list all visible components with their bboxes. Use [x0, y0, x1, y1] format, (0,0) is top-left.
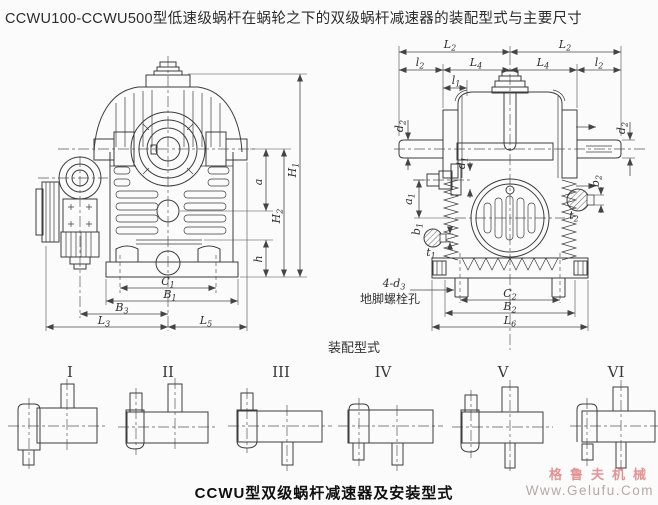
watermark-brand: 格鲁夫机械: [548, 467, 654, 482]
assembly-numeral-2: II: [162, 363, 174, 381]
dim-label-a1: a1: [402, 193, 417, 205]
dim-label-B3: B3: [114, 301, 128, 316]
assembly-numeral-4: IV: [375, 363, 393, 381]
figure-caption: CCWU型双级蜗杆减速器及安装型式: [194, 485, 454, 502]
dim-label-t2: t2: [569, 209, 579, 224]
output-bearing-circles: [130, 111, 206, 187]
dim-label-a: a: [252, 179, 265, 186]
anchor-bolt-note: 地脚螺栓孔: [360, 291, 420, 306]
dim-label-b2: b2: [589, 175, 604, 187]
dim-label-H1: H1: [286, 163, 301, 179]
key-section-output: b2 t2: [566, 175, 605, 224]
assembly-type-2: II: [118, 363, 218, 455]
dim-label-h: h: [252, 255, 265, 262]
dim-label-L3: L3: [97, 314, 110, 329]
dim-label-B1: B1: [162, 288, 176, 303]
side-base-flange: [431, 253, 589, 303]
assembly-numeral-6: VI: [607, 363, 625, 381]
dim-label-L2-right: L2: [558, 38, 571, 53]
assembly-section-label: 装配型式: [328, 340, 380, 355]
assembly-numeral-5: V: [497, 363, 510, 381]
assembly-numeral-1: I: [67, 363, 73, 381]
input-worm-assembly: [35, 156, 102, 270]
flange-bolt-marks: [68, 204, 92, 227]
assembly-type-1: I: [8, 363, 108, 472]
assembly-numeral-3: III: [272, 363, 290, 381]
side-view-dimensions: L2 L2 l2 L4 L4 l2 l1 d2 d2 d1 a1 4-d3 地脚…: [360, 38, 635, 331]
input-bearing-cap: [450, 163, 462, 196]
dim-label-L5: L5: [199, 314, 212, 329]
dim-label-L4-left: L4: [469, 56, 482, 71]
page-title: CCWU100-CCWU500型低速级蜗杆在蜗轮之下的双级蜗杆减速器的装配型式与…: [5, 11, 583, 27]
dim-label-d1: d1: [455, 157, 470, 169]
dim-label-l2-right: l2: [595, 56, 604, 71]
output-shaft-left: [398, 139, 443, 159]
dim-label-b1: b1: [410, 223, 425, 235]
watermark: 格鲁夫机械 Www.Gelufu.Com: [526, 467, 654, 500]
dim-label-d2-right: d2: [615, 122, 630, 134]
output-shaft-right: [577, 139, 622, 159]
front-view-centerlines: [38, 56, 258, 331]
dim-label-H2: H2: [270, 209, 285, 225]
dim-label-L2-left: L2: [443, 38, 456, 53]
dim-label-C1: C1: [161, 275, 175, 290]
key-section-input: b1 t1: [410, 223, 454, 261]
assembly-configurations: 装配型式 I II III: [8, 340, 658, 473]
front-view: H1 H2 a h C1 B1 B3 L3 L5: [35, 56, 307, 331]
assembly-type-6: VI: [570, 363, 658, 473]
assembly-type-5: V: [452, 363, 553, 473]
dim-label-t1: t1: [426, 246, 436, 261]
cover-slots: [483, 195, 536, 241]
dim-label-l1: l1: [452, 74, 461, 89]
gear-case-body: [109, 152, 234, 276]
dim-label-l2-left: l2: [416, 56, 425, 71]
watermark-url: Www.Gelufu.Com: [525, 483, 654, 499]
side-view: b1 t1 b2 t2: [360, 38, 646, 350]
section-arrows: [576, 123, 596, 190]
dim-label-B2: B2: [502, 300, 516, 315]
dim-label-C2: C2: [503, 287, 517, 302]
dim-label-L4-right: L4: [536, 56, 549, 71]
assembly-type-3: III: [228, 363, 332, 471]
front-view-dimensions: H1 H2 a h C1 B1 B3 L3 L5: [45, 73, 307, 331]
dim-label-4d3: 4-d3: [382, 277, 406, 292]
dim-label-d2-left: d2: [393, 120, 408, 132]
assembly-type-4: IV: [338, 363, 443, 471]
dim-label-L6: L6: [503, 314, 516, 329]
side-lower-housing: [426, 163, 578, 271]
